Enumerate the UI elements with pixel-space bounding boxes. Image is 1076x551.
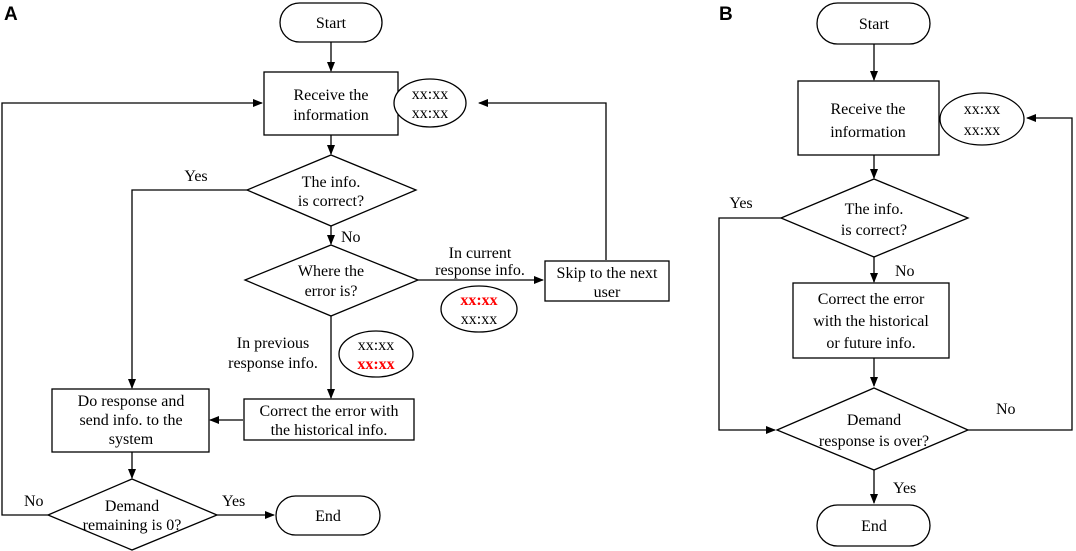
b-receive-box: Receive the information — [797, 80, 940, 156]
b-correct-error-line-1: Correct the error — [818, 291, 925, 308]
b-correct-line-2: is correct? — [841, 222, 907, 239]
b-receive-line-1: Receive the — [830, 101, 905, 118]
a-no-label-2: No — [24, 493, 44, 510]
a-demand-decision: Demand remaining is 0? — [46, 478, 219, 551]
a-start-terminal: Start — [279, 2, 383, 43]
a-correct-line-1: The info. — [302, 174, 361, 191]
a-yes-label-2: Yes — [222, 493, 245, 510]
a-end-terminal: End — [275, 495, 381, 536]
a-correct-decision: The info. is correct? — [245, 154, 418, 227]
a-correct-line-2: is correct? — [298, 193, 364, 210]
a-yes-label-1: Yes — [184, 168, 207, 185]
panel-a: A Start Receive the information — [1, 2, 670, 551]
b-correct-error-line-2: with the historical — [813, 313, 929, 330]
b-yes-label-1: Yes — [729, 195, 752, 212]
a-receive-note: xx:xx xx:xx — [393, 78, 467, 128]
a-previous-label-line-1: In previous — [237, 335, 309, 352]
b-demand-line-2: response is over? — [819, 433, 929, 450]
a-skip-box: Skip to the next user — [544, 260, 670, 302]
a-where-decision: Where the error is? — [243, 244, 420, 317]
a-do-response-box: Do response and send info. to the system — [51, 388, 210, 453]
a-receive-line-2: information — [293, 107, 369, 124]
b-no-label-2: No — [996, 401, 1016, 418]
arrow-skip-to-receive — [478, 99, 607, 260]
b-no-label-1: No — [895, 263, 915, 280]
a-previous-note-error: xx:xx — [357, 356, 394, 373]
a-current-label-line-2: response info. — [435, 262, 525, 279]
b-receive-note-line-2: xx:xx — [964, 122, 1000, 139]
arrow-b-demand-no-loop — [968, 114, 1073, 431]
a-previous-note-line-1: xx:xx — [358, 337, 394, 354]
arrow-demand-no-loop — [1, 99, 263, 516]
panel-b-label: B — [719, 4, 733, 25]
a-correct-historical-line-1: Correct the error with — [259, 403, 398, 420]
a-where-line-1: Where the — [298, 263, 364, 280]
a-end-text: End — [315, 508, 341, 525]
panel-a-connectors — [1, 42, 607, 519]
a-current-label-line-1: In current — [449, 245, 512, 262]
a-receive-note-line-1: xx:xx — [412, 86, 448, 103]
b-receive-line-2: information — [830, 124, 906, 141]
a-do-response-line-3: system — [109, 431, 154, 448]
a-current-note: xx:xx xx:xx — [440, 285, 518, 333]
a-where-line-2: error is? — [305, 283, 358, 300]
a-current-note-line-2: xx:xx — [461, 311, 497, 328]
a-previous-note: xx:xx xx:xx — [338, 330, 414, 378]
b-yes-label-2: Yes — [893, 480, 916, 497]
a-no-label-1: No — [341, 229, 361, 246]
b-start-text: Start — [859, 16, 890, 33]
arrow-yes-to-response — [128, 189, 247, 389]
b-receive-note-line-1: xx:xx — [964, 101, 1000, 118]
a-receive-note-line-2: xx:xx — [412, 105, 448, 122]
a-correct-historical-line-2: the historical info. — [271, 422, 388, 439]
a-correct-historical-box: Correct the error with the historical in… — [243, 398, 415, 441]
a-current-note-error: xx:xx — [460, 292, 497, 309]
a-skip-line-1: Skip to the next — [557, 265, 658, 282]
b-end-terminal: End — [816, 504, 931, 547]
b-correct-decision: The info. is correct? — [779, 178, 970, 258]
b-correct-error-box: Correct the error with the historical or… — [792, 282, 950, 359]
b-start-terminal: Start — [816, 2, 931, 45]
a-do-response-line-2: send info. to the — [79, 412, 182, 429]
a-receive-box: Receive the information — [263, 71, 399, 136]
a-skip-line-2: user — [594, 284, 621, 301]
panel-a-label: A — [4, 4, 18, 25]
b-correct-error-line-3: or future info. — [826, 335, 915, 352]
b-receive-note: xx:xx xx:xx — [939, 92, 1025, 146]
a-receive-line-1: Receive the — [293, 87, 368, 104]
b-end-text: End — [861, 518, 887, 535]
a-start-text: Start — [316, 15, 347, 32]
a-do-response-line-1: Do response and — [78, 393, 185, 410]
a-demand-line-1: Demand — [105, 498, 159, 515]
b-demand-line-1: Demand — [847, 412, 901, 429]
arrow-b-yes-to-demand — [718, 217, 781, 434]
panel-b: B Start Receive the information xx:xx xx… — [718, 2, 1073, 547]
a-demand-line-2: remaining is 0? — [83, 517, 182, 534]
panel-b-connectors — [718, 44, 1073, 504]
b-correct-line-1: The info. — [845, 201, 904, 218]
a-previous-label-line-2: response info. — [228, 355, 318, 372]
b-demand-decision: Demand response is over? — [775, 387, 970, 471]
